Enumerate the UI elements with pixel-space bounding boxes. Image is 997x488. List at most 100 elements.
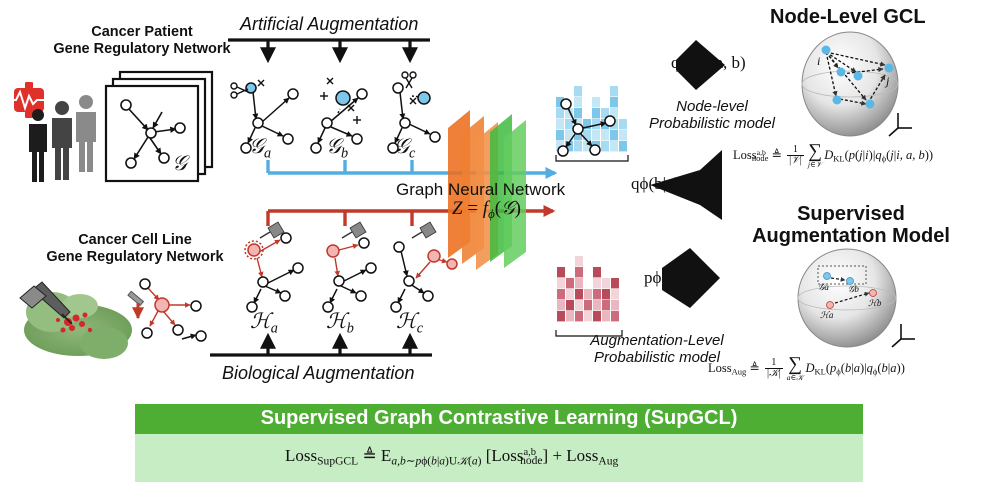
- node-level-bar-cell: [601, 108, 609, 119]
- biological-augmentation-arrows: [210, 332, 432, 357]
- augmentation-level-bar-cell: [593, 300, 601, 311]
- node-i-label: i: [817, 54, 821, 68]
- patient-grn-title: Cancer Patient Gene Regulatory Network: [52, 24, 232, 58]
- patients-with-heartbeat-icon: [5, 82, 96, 182]
- axis-triad-icon-2: [891, 324, 915, 348]
- sphere-label-Ha: ℋa: [820, 310, 834, 320]
- augmentation-level-bracket: [555, 330, 623, 337]
- augmentation-level-bar-cell: [602, 311, 610, 322]
- label-Gc-sub: c: [408, 145, 416, 162]
- node-level-bar-cell: [619, 119, 627, 130]
- label-Hb: ℋb: [326, 309, 354, 337]
- p-aug-arrow: [662, 248, 720, 308]
- node-level-bracket: [555, 155, 629, 162]
- gnn-layers: [448, 110, 526, 270]
- sphere-label-Hb: ℋb: [868, 298, 882, 308]
- supgcl-loss-box: LossSupGCL ≜ Ea,b∼pϕ(b|a)U𝒦(a) [Lossa,bn…: [135, 434, 863, 482]
- gnn-eq-lhs: Z: [452, 198, 463, 219]
- node-level-bar-cell: [601, 141, 609, 152]
- label-Ga: 𝒢a: [249, 134, 271, 162]
- gnn-label: Graph Neural Network: [396, 180, 566, 199]
- perturbation-syringe-graph-icon: [127, 278, 207, 342]
- augmentation-level-bar-cell: [557, 278, 565, 289]
- node-level-gcl-sphere: [801, 31, 899, 137]
- augmentation-level-bar-cell: [611, 289, 619, 300]
- graph-view-Gc: [387, 82, 441, 154]
- q-aug-label: qϕ(b|a): [631, 174, 680, 193]
- augmentation-level-bar-cell: [611, 300, 619, 311]
- patient-grn-cards: [104, 70, 214, 183]
- node-level-bar-cell: [592, 108, 600, 119]
- supgcl-loss-formula: LossSupGCL ≜ Ea,b∼pϕ(b|a)U𝒦(a) [Lossa,bn…: [285, 446, 619, 468]
- augmentation-level-bar-cell: [602, 300, 610, 311]
- pipette-cell-culture-icon: [19, 281, 132, 359]
- label-Hc: ℋc: [396, 309, 423, 337]
- node-level-bar-cell: [565, 108, 573, 119]
- label-Gc-base: 𝒢: [394, 134, 409, 158]
- augmentation-level-bar-cell: [575, 311, 583, 322]
- augmentation-level-bar-cell: [575, 300, 583, 311]
- augmentation-level-bar-cell: [566, 300, 574, 311]
- augmentation-level-bar-cell: [575, 278, 583, 289]
- node-level-bar-cell: [619, 130, 627, 141]
- augmentation-level-bar-cell: [593, 267, 601, 278]
- cellline-grn-title: Cancer Cell Line Gene Regulatory Network: [30, 232, 240, 266]
- supgcl-banner: Supervised Graph Contrastive Learning (S…: [135, 404, 863, 434]
- augmentation-level-bar-cell: [575, 256, 583, 267]
- node-level-bar-cell: [556, 119, 564, 130]
- node-level-model-line1: Node-level: [676, 98, 748, 115]
- supgcl-banner-title: Supervised Graph Contrastive Learning (S…: [260, 407, 738, 429]
- label-Ga-sub: a: [263, 145, 272, 162]
- augmentation-level-bar-cell: [575, 267, 583, 278]
- scissors-icon: [230, 79, 265, 99]
- node-level-bar-cell: [610, 97, 618, 108]
- node-level-bar-cell: [592, 130, 600, 141]
- augmentation-level-bar-cell: [566, 289, 574, 300]
- node-level-bar-cell: [610, 86, 618, 97]
- augmentation-level-bar-cell: [584, 289, 592, 300]
- node-level-bar-cell: [610, 141, 618, 152]
- node-level-bar-cell: [592, 97, 600, 108]
- graph-view-Hb: [322, 221, 377, 313]
- label-Ga-base: 𝒢: [249, 134, 264, 158]
- supervised-aug-title-line2: Augmentation Model: [752, 225, 950, 247]
- augmentation-level-bar-cell: [575, 289, 583, 300]
- node-level-graph: [557, 98, 616, 157]
- node-level-distribution-bars: [556, 86, 627, 152]
- label-Ha-base: ℋ: [250, 309, 271, 333]
- augmentation-level-bar-cell: [557, 300, 565, 311]
- node-level-bar-cell: [556, 130, 564, 141]
- gnn-eq-sub: ϕ: [488, 205, 495, 221]
- biological-augmentation-label: Biological Augmentation: [222, 363, 415, 383]
- gnn-eq-arg: 𝒢: [501, 198, 515, 219]
- node-level-model-label: Node-level Probabilistic model: [632, 98, 792, 132]
- augmentation-level-bar-cell: [557, 267, 565, 278]
- supervised-augmentation-sphere: [797, 248, 897, 348]
- augmentation-level-model-line1: Augmentation-Level: [590, 332, 724, 349]
- graph-view-Gb: [310, 88, 368, 154]
- cellline-grn-title-line2: Gene Regulatory Network: [46, 249, 224, 265]
- node-level-bar-cell: [574, 141, 582, 152]
- add-remove-edge-icon: [320, 77, 361, 124]
- sphere-label-Gb: 𝒢b: [848, 284, 859, 294]
- scissors-icon-2: [401, 71, 417, 105]
- node-level-bar-cell: [610, 108, 618, 119]
- graph-view-Hc: [390, 221, 458, 313]
- augmentation-level-bar-cell: [593, 311, 601, 322]
- patient-graph-symbol: 𝒢: [172, 151, 187, 175]
- augmentation-level-bar-cell: [584, 300, 592, 311]
- label-Hb-sub: b: [346, 320, 354, 337]
- q-aug-arrow: [650, 150, 722, 220]
- augmentation-level-bar-cell: [611, 311, 619, 322]
- label-Gb-sub: b: [340, 145, 349, 162]
- augmentation-level-bar-cell: [566, 311, 574, 322]
- q-node-arrow: [676, 40, 725, 90]
- artificial-augmentation-label: Artificial Augmentation: [240, 14, 419, 34]
- gnn-equation: Z = fϕ(𝒢): [452, 198, 521, 221]
- artificial-augmentation-arrows: [228, 38, 430, 64]
- patient-grn-title-line2: Gene Regulatory Network: [53, 41, 231, 57]
- augmentation-level-bar-cell: [611, 278, 619, 289]
